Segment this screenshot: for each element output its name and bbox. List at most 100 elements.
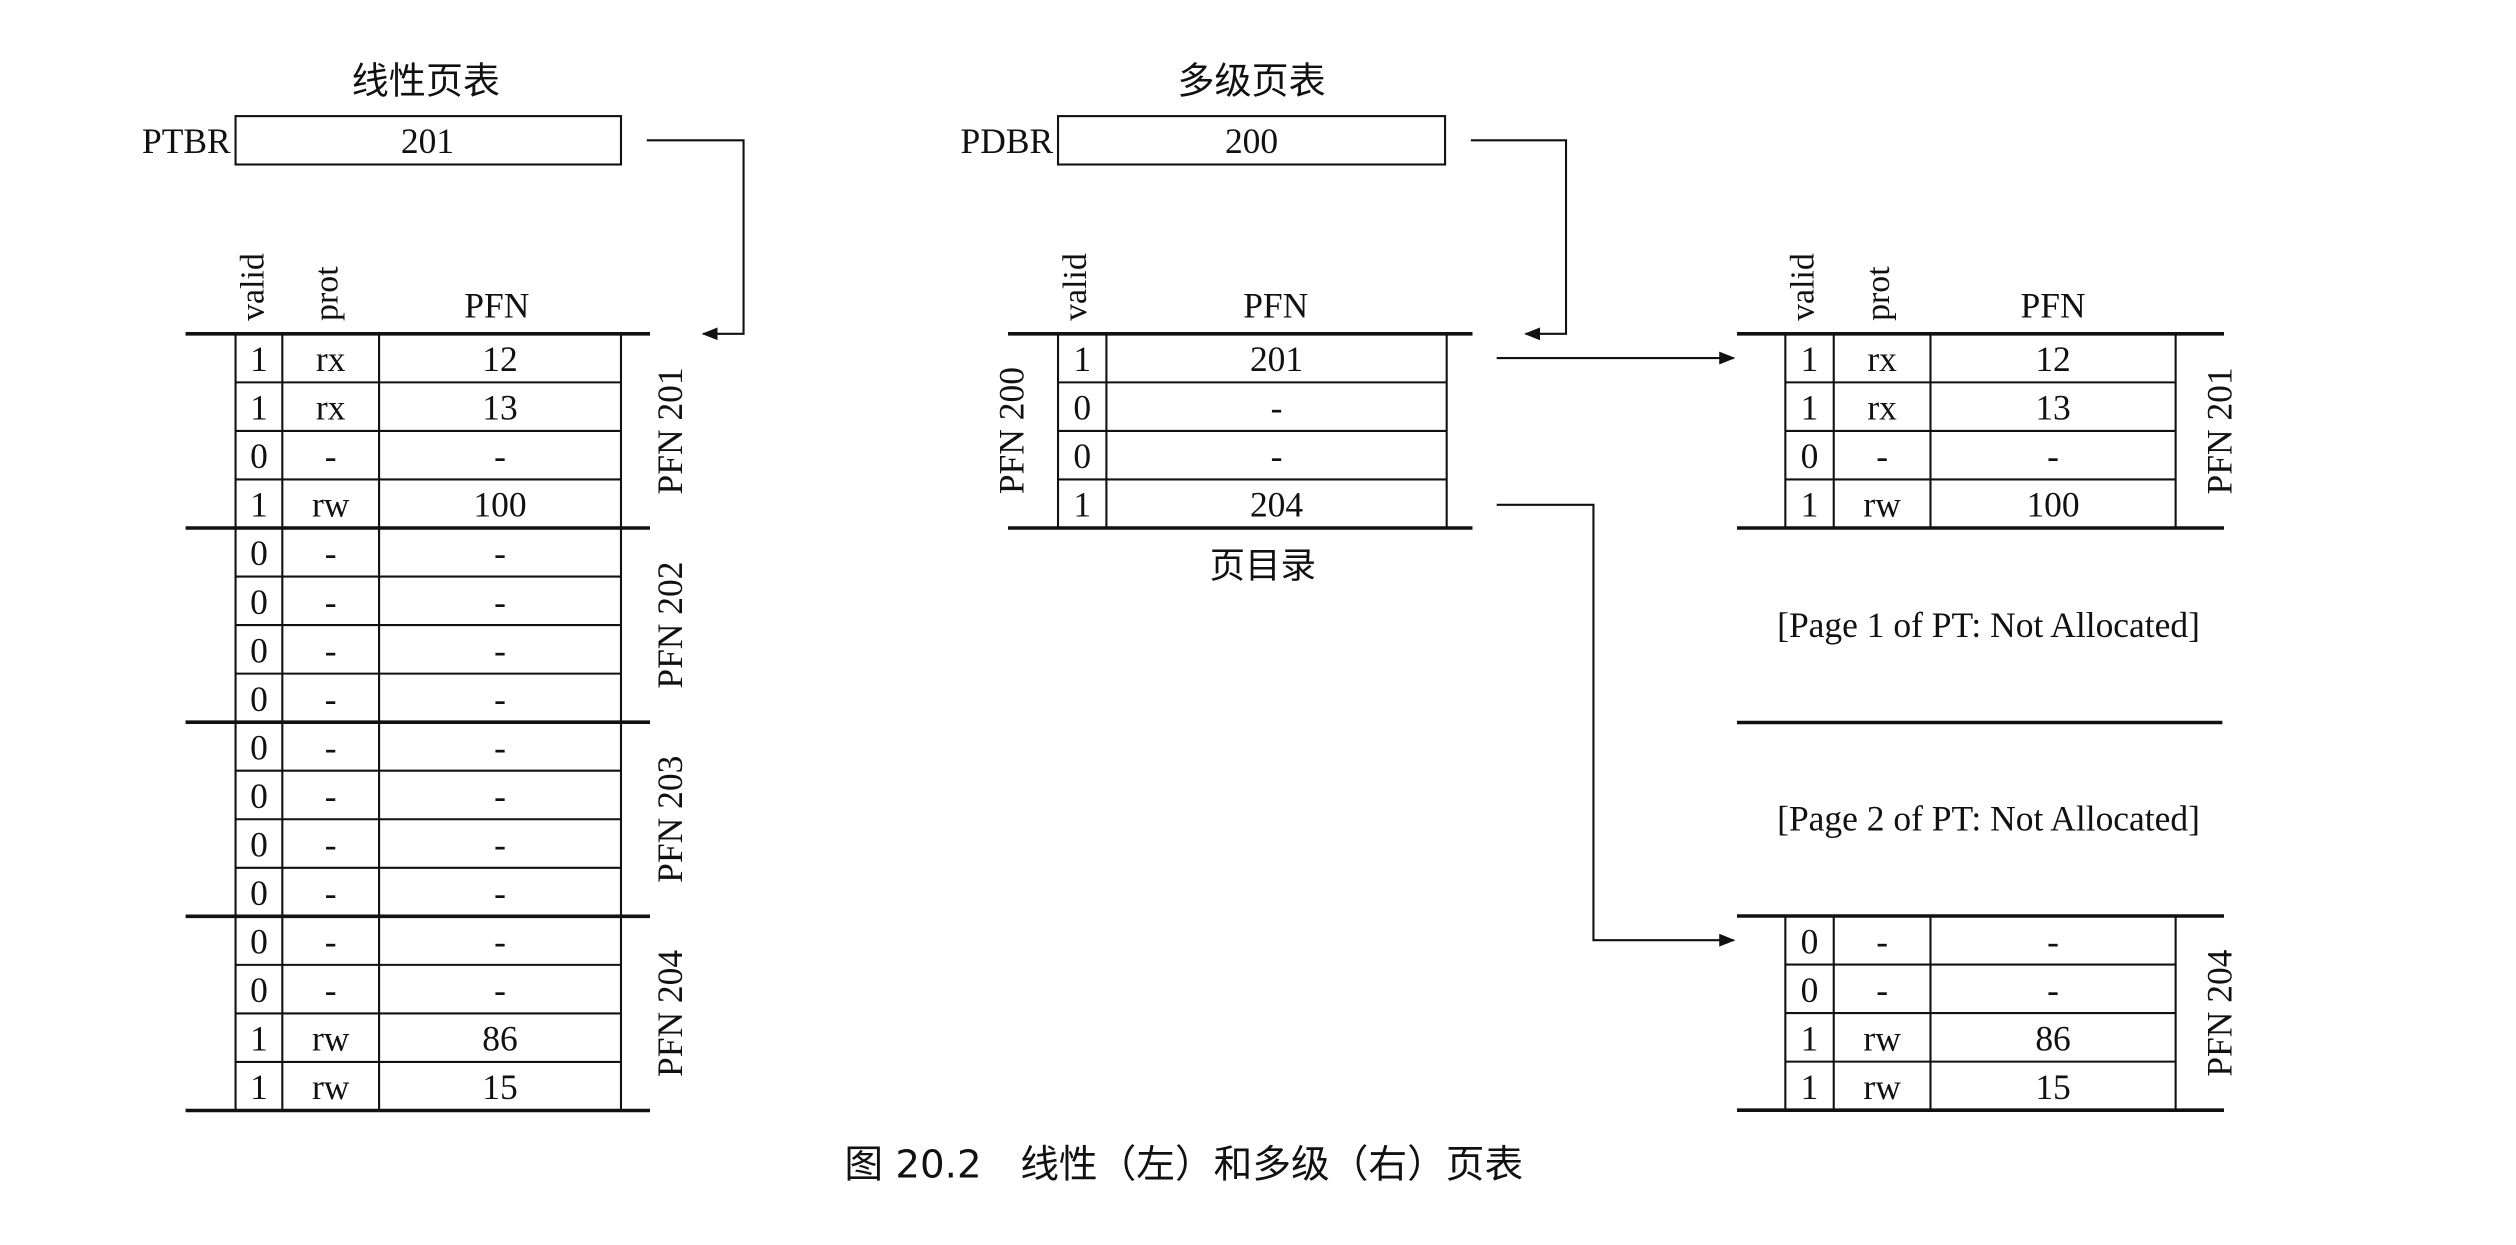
- table-cell: 0: [250, 679, 268, 719]
- table-cell: rx: [316, 388, 346, 428]
- table-cell: -: [1271, 436, 1283, 476]
- header-pfn: PFN: [2021, 286, 2086, 326]
- table-cell: 0: [1801, 970, 1819, 1010]
- ptbr-register-box: [234, 115, 623, 166]
- table-cell: -: [2047, 970, 2059, 1010]
- table-cell: -: [325, 727, 337, 767]
- pdbr-pointer-arrow: [1470, 139, 1568, 341]
- table-cell: 0: [250, 825, 268, 865]
- table-cell: rw: [1863, 1067, 1901, 1107]
- table-cell: 1: [1801, 388, 1819, 428]
- table-cell: -: [2047, 921, 2059, 961]
- table-cell: -: [325, 533, 337, 573]
- page-pfn-label: PFN 201: [2200, 367, 2240, 494]
- table-cell: 100: [2026, 485, 2079, 525]
- page-pfn-label: PFN 204: [650, 950, 690, 1077]
- pt-page-2-note: [Page 2 of PT: Not Allocated]: [1777, 799, 2200, 839]
- table-cell: -: [494, 970, 506, 1010]
- table-cell: 13: [482, 388, 517, 428]
- table-cell: -: [494, 630, 506, 670]
- ptbr-value: 201: [401, 121, 454, 161]
- table-cell: -: [494, 727, 506, 767]
- page-pfn-label: PFN 204: [2200, 949, 2240, 1076]
- ptbr-label: PTBR: [142, 121, 231, 161]
- table-cell: -: [494, 922, 506, 962]
- table-cell: 1: [1073, 485, 1091, 525]
- table-cell: 0: [250, 776, 268, 816]
- table-cell: -: [1876, 970, 1888, 1010]
- table-cell: 15: [2035, 1067, 2070, 1107]
- pdbr-label: PDBR: [961, 121, 1054, 161]
- table-cell: 1: [250, 485, 268, 525]
- header-prot: prot: [309, 266, 346, 321]
- table-cell: 0: [250, 727, 268, 767]
- table-cell: 0: [250, 922, 268, 962]
- page-pfn-label: PFN 201: [650, 367, 690, 494]
- table-cell: 1: [1801, 1067, 1819, 1107]
- table-cell: 86: [482, 1019, 517, 1059]
- page-directory-caption: 页目录: [1210, 545, 1316, 586]
- header-pfn: PFN: [1243, 286, 1308, 326]
- table-cell: -: [494, 873, 506, 913]
- table-cell: rw: [1863, 485, 1901, 525]
- table-cell: 100: [473, 485, 526, 525]
- table-cell: rw: [1863, 1018, 1901, 1058]
- table-cell: 204: [1250, 485, 1303, 525]
- linear-title: 线性页表: [352, 60, 500, 103]
- header-pfn: PFN: [464, 286, 529, 326]
- pdbr-value: 200: [1225, 121, 1278, 161]
- table-cell: rw: [312, 1067, 350, 1107]
- table-cell: -: [494, 533, 506, 573]
- table-cell: -: [494, 679, 506, 719]
- table-cell: -: [494, 825, 506, 865]
- ptbr-pointer-arrow: [646, 139, 745, 341]
- table-cell: 0: [250, 582, 268, 622]
- table-cell: rw: [312, 1019, 350, 1059]
- table-cell: -: [494, 776, 506, 816]
- table-cell: 0: [250, 873, 268, 913]
- table-cell: -: [494, 582, 506, 622]
- table-cell: -: [1271, 388, 1283, 428]
- table-cell: 1: [250, 339, 268, 379]
- table-cell: 12: [2035, 339, 2070, 379]
- table-cell: -: [325, 436, 337, 476]
- table-cell: 1: [250, 388, 268, 428]
- table-cell: 0: [1801, 436, 1819, 476]
- table-cell: -: [325, 873, 337, 913]
- table-cell: 1: [1073, 339, 1091, 379]
- table-cell: -: [325, 970, 337, 1010]
- table-cell: rx: [1867, 388, 1897, 428]
- table-cell: 0: [1073, 388, 1091, 428]
- table-cell: 15: [482, 1067, 517, 1107]
- table-cell: -: [325, 582, 337, 622]
- page-pfn-label: PFN 203: [650, 756, 690, 883]
- table-cell: -: [325, 825, 337, 865]
- table-cell: 13: [2035, 388, 2070, 428]
- table-cell: -: [494, 436, 506, 476]
- pt-page-1-note: [Page 1 of PT: Not Allocated]: [1777, 605, 2200, 645]
- page-directory-table: valid PFN 1 201 0 - 0 - 1 204 PFN 200: [992, 253, 1473, 530]
- table-cell: rx: [1867, 339, 1897, 379]
- page-pfn-label: PFN 202: [650, 562, 690, 689]
- table-cell: 1: [1801, 339, 1819, 379]
- table-cell: -: [325, 630, 337, 670]
- table-cell: 1: [250, 1019, 268, 1059]
- header-prot: prot: [1860, 266, 1897, 321]
- table-cell: 86: [2035, 1018, 2070, 1058]
- pde-204-arrow: [1496, 503, 1736, 947]
- table-cell: 1: [250, 1067, 268, 1107]
- table-cell: rw: [312, 485, 350, 525]
- header-valid: valid: [1057, 253, 1094, 321]
- table-cell: -: [325, 922, 337, 962]
- table-cell: 0: [250, 970, 268, 1010]
- table-cell: -: [1876, 436, 1888, 476]
- page-directory-pfn-label: PFN 200: [992, 367, 1032, 494]
- header-valid: valid: [1784, 253, 1821, 321]
- table-cell: 0: [1073, 436, 1091, 476]
- table-cell: 201: [1250, 339, 1303, 379]
- table-cell: 0: [250, 630, 268, 670]
